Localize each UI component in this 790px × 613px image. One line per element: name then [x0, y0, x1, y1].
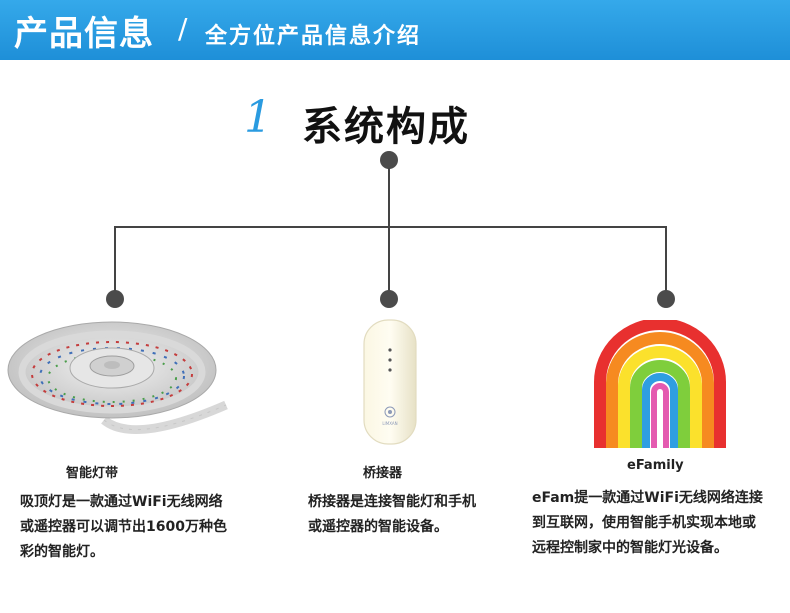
- banner-title: 产品信息: [14, 14, 154, 54]
- item-desc-led-strip: 吸顶灯是一款通过WiFi无线网络 或遥控器可以调节出1600万种色 彩的智能灯。: [20, 490, 227, 565]
- tree-trunk-line: [388, 168, 390, 228]
- bridge-logo-text: LIMXAN: [382, 421, 397, 426]
- desc-line: 或遥控器可以调节出1600万种色: [20, 519, 227, 535]
- item-label-bridge: 桥接器: [363, 466, 403, 481]
- section-number: 1: [244, 92, 272, 143]
- desc-line: 到互联网，使用智能手机实现本地或: [532, 515, 756, 531]
- tree-branch-center: [388, 226, 390, 292]
- item-desc-efamily: eFam提一款通过WiFi无线网络连接 到互联网，使用智能手机实现本地或 远程控…: [532, 486, 763, 561]
- led-strip-image: [7, 321, 228, 435]
- tree-leaf-dot-center: [380, 290, 398, 308]
- bridge-device-image: LIMXAN: [363, 319, 417, 445]
- banner-subtitle: 全方位产品信息介绍: [205, 24, 422, 49]
- desc-line: 彩的智能灯。: [20, 544, 104, 560]
- item-label-efamily: eFamily: [627, 458, 684, 473]
- desc-line: eFam提一款通过WiFi无线网络连接: [532, 490, 763, 506]
- banner-slash: /: [178, 12, 188, 45]
- tree-leaf-dot-right: [657, 290, 675, 308]
- item-desc-bridge: 桥接器是连接智能灯和手机 或遥控器的智能设备。: [308, 490, 476, 540]
- desc-line: 或遥控器的智能设备。: [308, 519, 448, 535]
- tree-branch-right: [665, 226, 667, 292]
- desc-line: 远程控制家中的智能灯光设备。: [532, 540, 728, 556]
- tree-leaf-dot-left: [106, 290, 124, 308]
- section-title: 系统构成: [302, 104, 470, 150]
- item-label-led-strip: 智能灯带: [66, 466, 119, 481]
- desc-line: 桥接器是连接智能灯和手机: [308, 494, 476, 510]
- tree-horizontal-line: [114, 226, 667, 228]
- tree-branch-left: [114, 226, 116, 292]
- rainbow-arch-image: [594, 320, 726, 448]
- desc-line: 吸顶灯是一款通过WiFi无线网络: [20, 494, 223, 510]
- tree-root-dot: [380, 151, 398, 169]
- header-banner: 产品信息 / 全方位产品信息介绍: [0, 0, 790, 60]
